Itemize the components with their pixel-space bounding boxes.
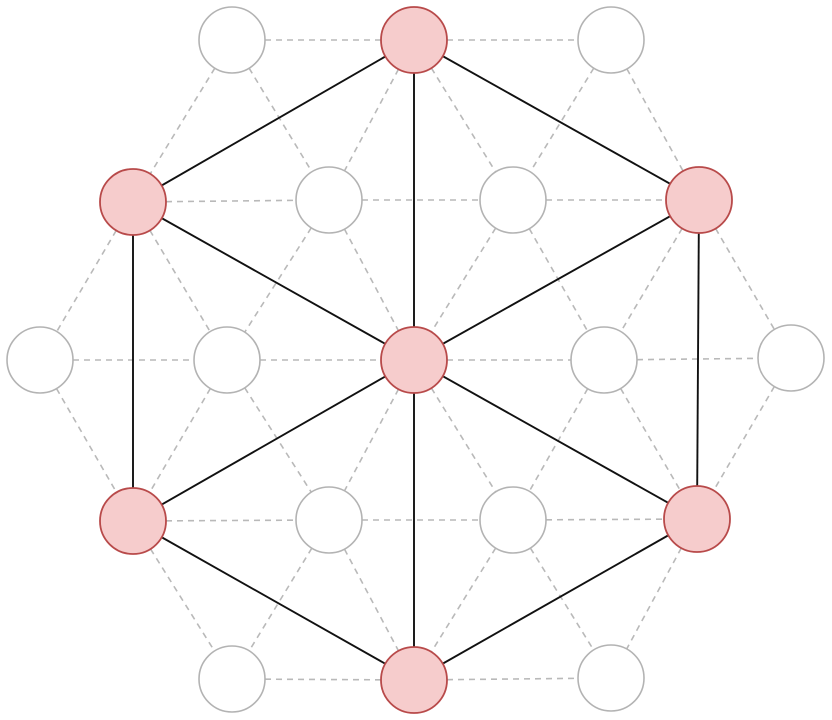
plain-node-h5 bbox=[6, 326, 74, 394]
plain-node-h6 bbox=[193, 326, 261, 394]
dashed-edge-b-h5 bbox=[39, 201, 134, 361]
solid-edge-a-o bbox=[132, 359, 415, 522]
plain-node-h7 bbox=[570, 326, 638, 394]
dashed-edge-h7-e bbox=[603, 359, 698, 520]
dashed-edge-h9-f bbox=[328, 519, 415, 681]
dashed-edge-h3-o bbox=[328, 199, 415, 361]
solid-edge-c-b bbox=[132, 39, 415, 203]
plain-node-h8 bbox=[757, 324, 825, 392]
dashed-edge-h7-h10 bbox=[512, 359, 605, 521]
dashed-edge-e-h12 bbox=[610, 518, 698, 679]
solid-edge-a-f bbox=[132, 520, 415, 681]
dashed-edge-o-h9 bbox=[328, 359, 415, 521]
plain-node-h10 bbox=[479, 486, 547, 554]
solid-edge-e-o bbox=[413, 359, 698, 520]
dashed-edge-h2-d bbox=[610, 39, 700, 201]
highlighted-node-a bbox=[99, 487, 167, 555]
plain-node-h9 bbox=[295, 486, 363, 554]
highlighted-node-b bbox=[99, 168, 167, 236]
solid-edge-b-o bbox=[132, 201, 415, 361]
highlighted-node-c bbox=[380, 6, 448, 74]
dashed-edge-h10-e bbox=[512, 518, 698, 521]
plain-node-h3 bbox=[295, 166, 363, 234]
dashed-edge-c-h3 bbox=[328, 39, 415, 201]
highlighted-node-f bbox=[380, 646, 448, 714]
solid-edge-e-f bbox=[413, 518, 698, 681]
plain-node-h11 bbox=[198, 645, 266, 713]
solid-edge-d-o bbox=[413, 199, 700, 361]
highlighted-node-e bbox=[663, 485, 731, 553]
solid-edge-d-e bbox=[696, 199, 700, 520]
solid-edge-layer bbox=[132, 39, 700, 681]
node-layer bbox=[6, 6, 825, 714]
dashed-edge-h11-f bbox=[231, 678, 415, 681]
plain-node-h1 bbox=[198, 6, 266, 74]
highlighted-node-o bbox=[380, 326, 448, 394]
highlighted-node-d bbox=[665, 166, 733, 234]
plain-node-h4 bbox=[479, 166, 547, 234]
dashed-edge-b-h6 bbox=[132, 201, 228, 361]
dashed-edge-d-h8 bbox=[698, 199, 792, 359]
dashed-edge-h4-h7 bbox=[512, 199, 605, 361]
solid-edge-c-d bbox=[413, 39, 700, 201]
plain-node-h2 bbox=[577, 6, 645, 74]
plain-node-h12 bbox=[577, 644, 645, 712]
